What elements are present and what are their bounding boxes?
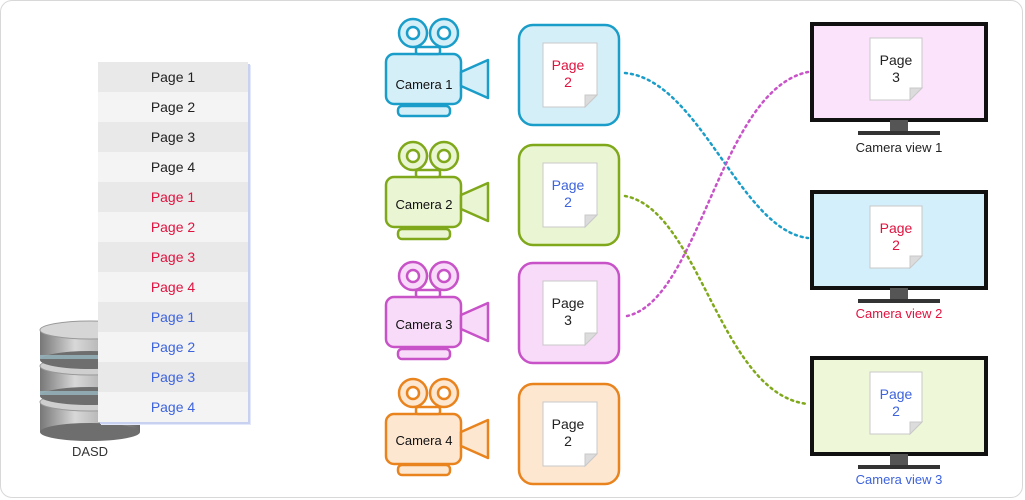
camera-4-page-text: Page 2 [543,416,593,450]
camera-view-2-label: Camera view 2 [855,306,943,321]
dasd-page-row: Page 4 [98,272,248,302]
connector-cam3-view1 [625,70,810,318]
dasd-page-row: Page 3 [98,362,248,392]
document-icon [869,205,924,270]
camera-1-icon [384,17,490,118]
dasd-page-row: Page 3 [98,242,248,272]
page-word: Page [879,386,913,402]
camera-1-label: Camera 1 [395,77,453,92]
camera-3-label: Camera 3 [395,317,453,332]
camera-2-label: Camera 2 [395,197,453,212]
dasd-label: DASD [71,444,109,459]
camera-4-label: Camera 4 [395,433,453,448]
camera-1-page-text: Page 2 [543,57,593,91]
camera-view-3-label: Camera view 3 [855,472,943,487]
camera-view-1-label: Camera view 1 [855,140,943,155]
dasd-page-row: Page 4 [98,152,248,182]
page-word: Page [551,295,585,311]
dasd-page-row: Page 1 [98,182,248,212]
document-icon [542,42,599,109]
view-3-page-text: Page 2 [871,386,921,420]
page-number: 2 [564,74,572,90]
dasd-page-row: Page 2 [98,332,248,362]
dasd-page-row: Page 3 [98,122,248,152]
camera-3-page-text: Page 3 [543,295,593,329]
page-number: 3 [892,69,900,85]
page-number: 2 [564,433,572,449]
page-word: Page [879,220,913,236]
document-icon [869,371,924,436]
dasd-page-row: Page 1 [98,302,248,332]
dasd-page-row: Page 2 [98,92,248,122]
view-1-page-text: Page 3 [871,52,921,86]
page-word: Page [551,177,585,193]
page-number: 2 [892,403,900,419]
document-icon [542,280,599,347]
page-number: 2 [892,237,900,253]
page-word: Page [551,57,585,73]
page-word: Page [551,416,585,432]
view-2-page-text: Page 2 [871,220,921,254]
connector-cam2-view3 [623,194,810,406]
document-icon [869,37,924,102]
page-word: Page [879,52,913,68]
document-icon [542,162,599,229]
dasd-page-row: Page 2 [98,212,248,242]
connector-cam1-view2 [623,71,810,240]
page-number: 2 [564,194,572,210]
page-number: 3 [564,312,572,328]
dasd-page-row: Page 4 [98,392,248,422]
camera-2-page-text: Page 2 [543,177,593,211]
dasd-page-row: Page 1 [98,62,248,92]
document-icon [542,401,599,468]
